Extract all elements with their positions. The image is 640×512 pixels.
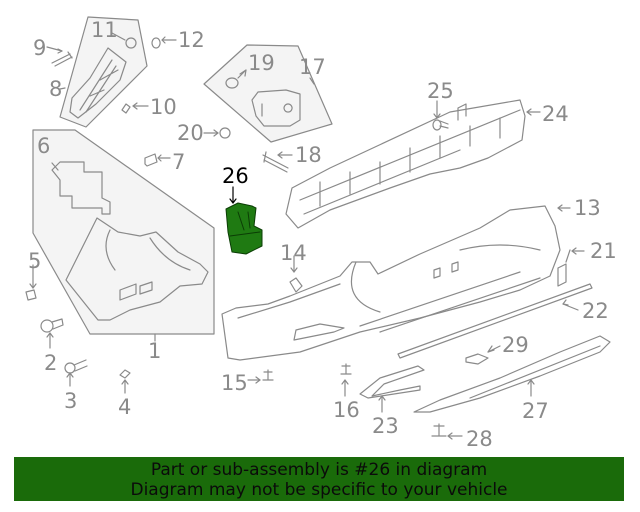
callout-15[interactable]: 15 [221, 371, 248, 395]
callout-12[interactable]: 12 [178, 28, 205, 52]
part-17-bracket [251, 89, 301, 127]
callout-3[interactable]: 3 [64, 389, 78, 413]
part-20-nut [219, 127, 231, 139]
part-8-bracket [69, 47, 127, 119]
part-7-nut [144, 153, 158, 167]
callout-29[interactable]: 29 [502, 333, 529, 357]
group-panel-8 [59, 16, 148, 128]
part-15-screw [262, 369, 274, 381]
part-27-skid-plate [413, 335, 611, 413]
callout-19[interactable]: 19 [248, 51, 275, 75]
callout-5[interactable]: 5 [28, 249, 42, 273]
part-3-screw [64, 362, 76, 374]
part-5-clip [25, 289, 37, 301]
part-29-clip [465, 353, 489, 365]
callout-13[interactable]: 13 [574, 196, 601, 220]
callout-7[interactable]: 7 [172, 150, 186, 174]
part-18-pin [262, 151, 289, 173]
info-banner: Part or sub-assembly is #26 in diagram D… [14, 457, 624, 501]
callout-24[interactable]: 24 [542, 102, 569, 126]
banner-line-disclaimer: Diagram may not be specific to your vehi… [130, 480, 508, 500]
callout-8[interactable]: 8 [49, 77, 63, 101]
part-10-clip [121, 103, 131, 114]
part-13-bumper-cover [221, 205, 561, 361]
callout-16[interactable]: 16 [333, 398, 360, 422]
banner-line-part-number: Part or sub-assembly is #26 in diagram [150, 460, 488, 480]
parts-diagram: 1 2 3 4 5 6 7 8 9 10 11 12 13 14 15 16 1… [25, 16, 617, 451]
callout-18[interactable]: 18 [295, 143, 322, 167]
part-2-bolt [40, 319, 54, 333]
callout-20[interactable]: 20 [177, 121, 204, 145]
part-16-screw [340, 363, 352, 375]
callout-10[interactable]: 10 [150, 95, 177, 119]
part-14-bracket [289, 277, 303, 293]
callout-22[interactable]: 22 [582, 299, 609, 323]
callout-9[interactable]: 9 [33, 36, 47, 60]
part-4-clip [119, 369, 131, 379]
part-21-clip [557, 249, 571, 287]
callout-11[interactable]: 11 [91, 18, 118, 42]
callout-26-highlighted[interactable]: 26 [222, 164, 249, 188]
callout-14[interactable]: 14 [280, 241, 307, 265]
part-28-screw [431, 423, 447, 437]
callout-28[interactable]: 28 [466, 427, 493, 451]
diagram-artwork [25, 16, 611, 440]
part-26-highlighted [225, 202, 263, 255]
part-6-bracket [51, 161, 111, 215]
callout-25[interactable]: 25 [427, 79, 454, 103]
part-22-molding [397, 283, 593, 359]
callout-1[interactable]: 1 [148, 339, 162, 363]
callout-2[interactable]: 2 [44, 351, 58, 375]
part-1-fascia-corner [65, 217, 209, 321]
group-panel-1 [32, 129, 215, 335]
callout-17[interactable]: 17 [299, 55, 326, 79]
callout-21[interactable]: 21 [590, 239, 617, 263]
part-9-pin [51, 51, 73, 67]
callout-4[interactable]: 4 [118, 395, 132, 419]
part-11-grommet [125, 37, 137, 49]
callout-23[interactable]: 23 [372, 414, 399, 438]
part-23-reflector-bezel [359, 365, 425, 399]
part-12-nut [151, 37, 161, 49]
callout-6[interactable]: 6 [37, 134, 51, 158]
callout-27[interactable]: 27 [522, 399, 549, 423]
part-25-bolt [432, 119, 442, 131]
part-19-grommet [225, 77, 239, 89]
